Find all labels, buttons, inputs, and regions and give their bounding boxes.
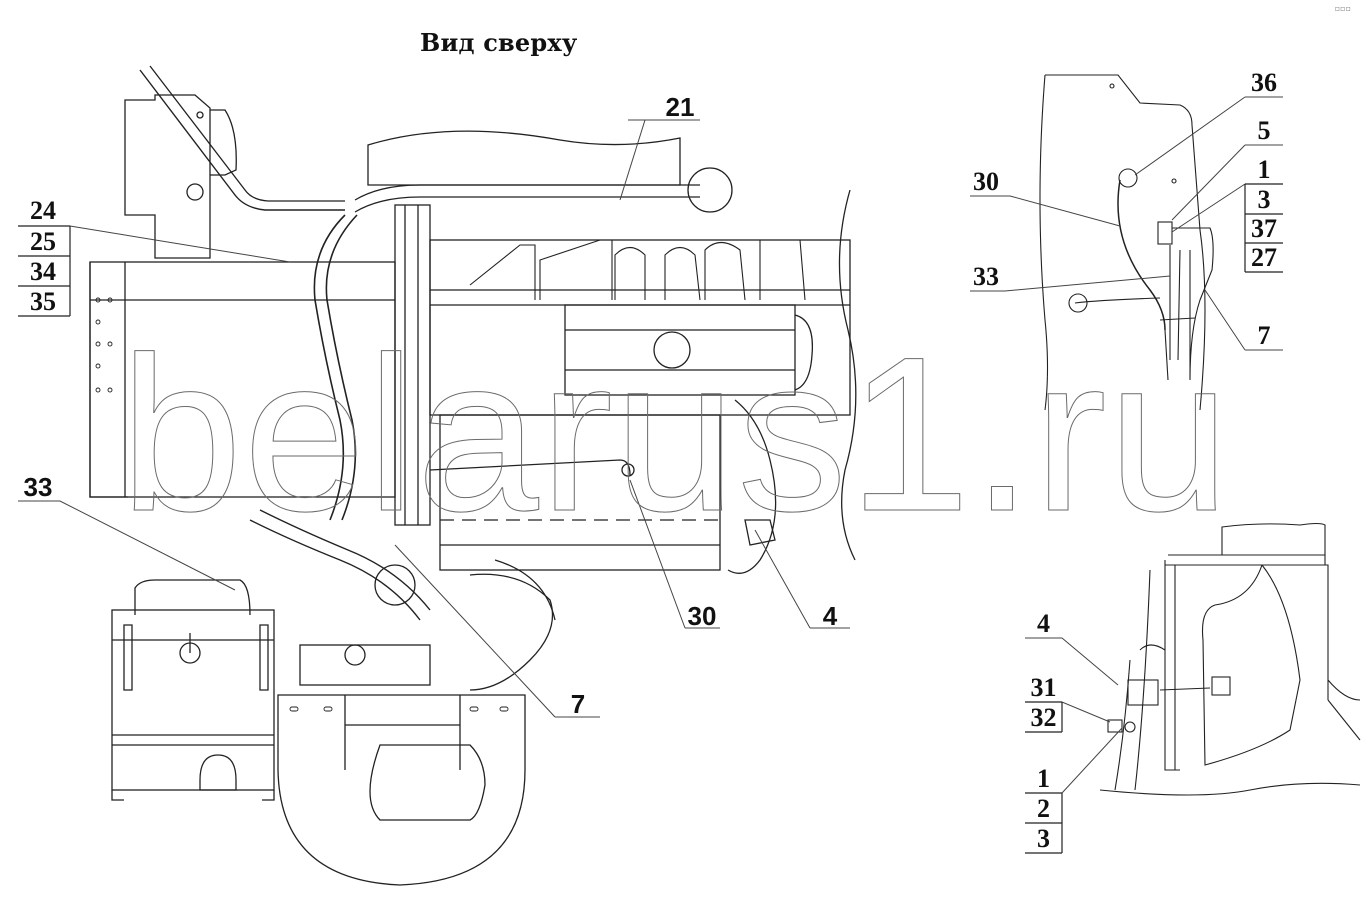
stack-left-35: 35 [30, 287, 56, 316]
watermark: belarus1.ru [120, 311, 1230, 557]
stack-box-left [18, 225, 71, 317]
corner-mark: ▫▫▫ [1334, 4, 1351, 13]
stack-br-3: 3 [1037, 824, 1050, 853]
callout-7-detail: 7 [1257, 321, 1271, 350]
stack-br-32: 32 [1030, 703, 1057, 732]
stack-tr-1: 1 [1257, 155, 1271, 184]
callout-36-detail: 36 [1251, 68, 1277, 97]
stack-left-24: 24 [30, 196, 56, 225]
callout-33-main: 33 [23, 472, 53, 502]
stack-br-1: 1 [1037, 764, 1050, 793]
fuel-line [429, 459, 631, 476]
stack-left-25: 25 [30, 227, 56, 256]
detail-bottom-right [1025, 522, 1361, 854]
stack-br-2: 2 [1037, 794, 1050, 823]
upper-bracket [124, 94, 211, 259]
injector-lines [469, 239, 806, 301]
stack-tr-27: 27 [1251, 243, 1277, 272]
stack-tr-3: 3 [1257, 185, 1271, 214]
callout-4-detail: 4 [1037, 609, 1050, 638]
callout-21: 21 [665, 92, 695, 122]
detail-top-right [970, 74, 1283, 411]
main-engine-view [89, 65, 857, 886]
callout-4-main: 4 [822, 601, 838, 631]
stack-tr-37: 37 [1251, 214, 1277, 243]
radiator-top [367, 130, 681, 186]
hose-left [313, 214, 346, 521]
rear-hitch [277, 694, 526, 886]
oil-tank [111, 609, 275, 791]
view-title: Вид сверху [420, 28, 578, 57]
callout-33-detail: 33 [973, 262, 999, 291]
callout-30-main: 30 [687, 601, 717, 631]
exhaust-pipe [139, 69, 345, 211]
callout-30-detail: 30 [973, 167, 999, 196]
lower-tank [439, 414, 721, 571]
callout-5-detail: 5 [1257, 116, 1271, 145]
fuel-filter [564, 304, 796, 396]
callout-7-main: 7 [570, 689, 586, 719]
stack-left-34: 34 [30, 257, 56, 286]
stack-br-31: 31 [1030, 673, 1057, 702]
